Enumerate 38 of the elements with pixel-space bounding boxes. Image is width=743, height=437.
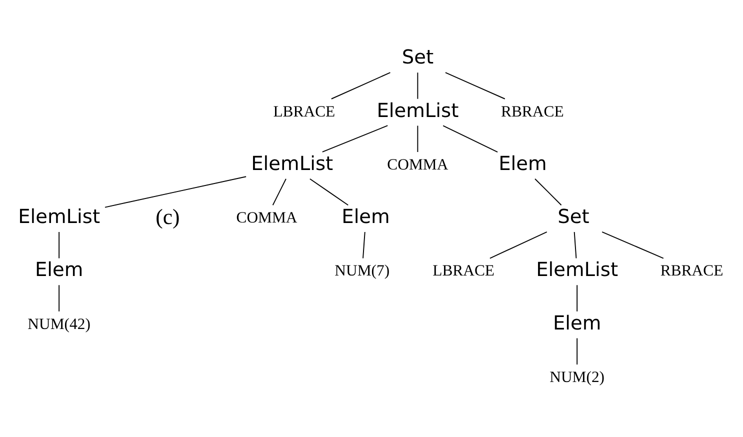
connector bbox=[602, 232, 664, 259]
node-text: Elem bbox=[498, 152, 547, 175]
connector bbox=[489, 232, 548, 259]
node-text: Set bbox=[402, 46, 434, 69]
node-text: ElemList bbox=[536, 258, 618, 282]
node-text: NUM(42) bbox=[28, 316, 90, 333]
node-text: Set bbox=[558, 205, 590, 228]
connector bbox=[417, 125, 418, 152]
node-text: ElemList bbox=[376, 98, 459, 122]
connector bbox=[272, 178, 286, 206]
connector bbox=[576, 284, 578, 312]
connector bbox=[322, 125, 388, 152]
node-text: NUM(2) bbox=[550, 368, 605, 386]
node-text: NUM(7) bbox=[334, 262, 390, 280]
node-text: LBRACE bbox=[432, 262, 495, 280]
node-text: ElemList bbox=[251, 152, 334, 175]
connector bbox=[442, 125, 498, 152]
node-text: Elem bbox=[342, 205, 390, 228]
node-text: COMMA bbox=[236, 210, 298, 227]
connector bbox=[534, 178, 562, 206]
connector bbox=[444, 72, 506, 100]
node-text: ElemList bbox=[18, 205, 100, 228]
connector bbox=[104, 176, 247, 208]
node-text: LBRACE bbox=[273, 103, 336, 120]
connector bbox=[330, 72, 391, 100]
connector bbox=[576, 338, 578, 365]
connector bbox=[309, 178, 349, 206]
connector bbox=[362, 232, 366, 259]
node-text: COMMA bbox=[387, 156, 448, 174]
connector bbox=[574, 232, 577, 259]
connector bbox=[417, 72, 418, 100]
node-text: RBRACE bbox=[660, 262, 724, 280]
node-text: Elem bbox=[34, 258, 84, 282]
label: (c) bbox=[156, 204, 180, 229]
connector bbox=[58, 284, 60, 312]
connector bbox=[58, 232, 60, 259]
node-text: RBRACE bbox=[501, 103, 564, 120]
node-text: Elem bbox=[552, 311, 602, 334]
